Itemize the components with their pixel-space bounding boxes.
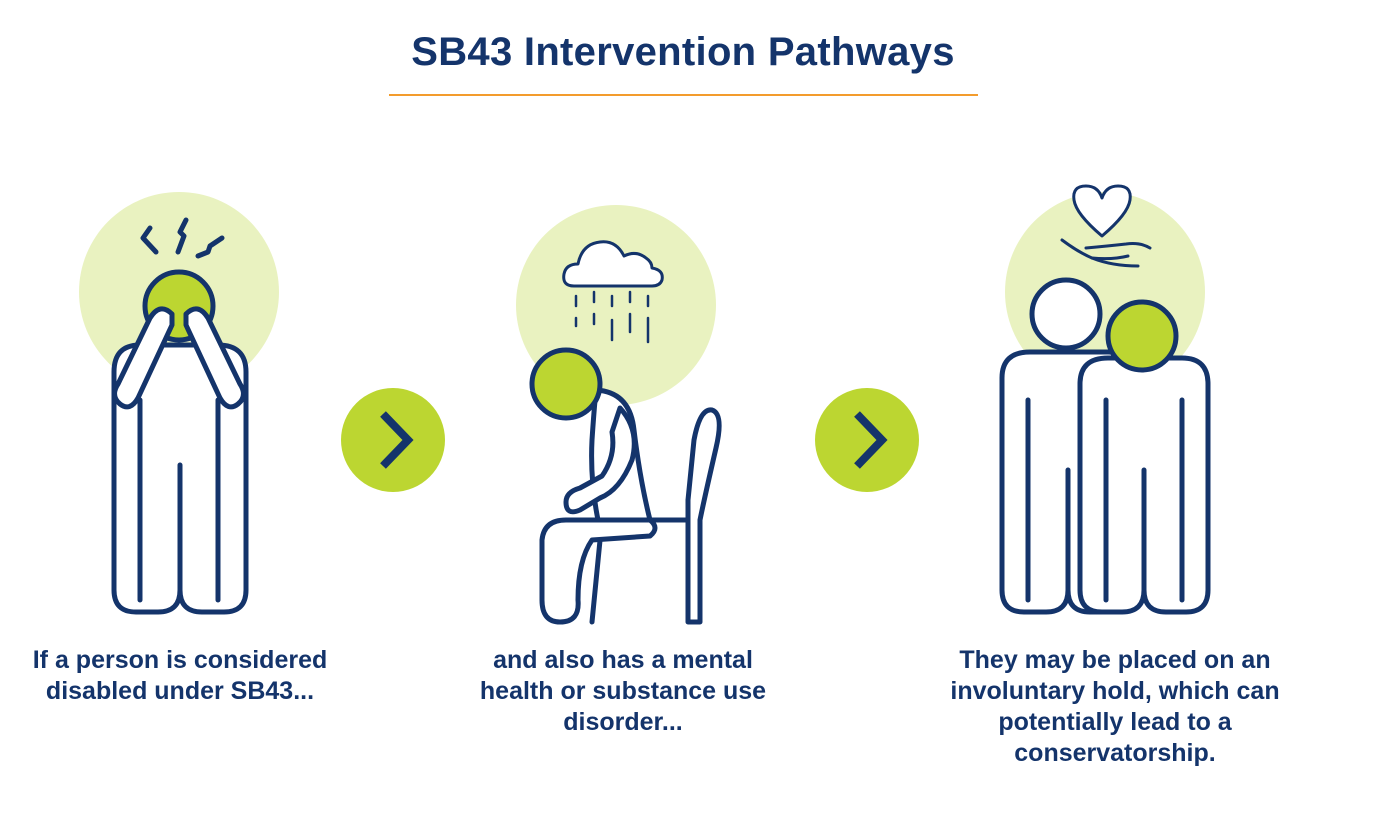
distressed-person-icon bbox=[79, 192, 279, 615]
title-underline bbox=[389, 94, 978, 96]
rain-cloud-icon bbox=[562, 240, 664, 344]
chevron-right-icon bbox=[341, 388, 445, 492]
stress-lines-icon bbox=[140, 217, 225, 259]
page-title: SB43 Intervention Pathways bbox=[411, 30, 955, 74]
chevron-right-icon bbox=[815, 388, 919, 492]
step-1-caption: If a person is considered disabled under… bbox=[32, 646, 328, 705]
heart-in-hand-icon bbox=[1060, 184, 1152, 268]
step-3-caption: They may be placed on an involuntary hol… bbox=[950, 646, 1280, 767]
sad-person-rain-cloud-icon bbox=[516, 205, 722, 625]
step-2-caption: and also has a mental health or substanc… bbox=[479, 646, 767, 736]
supported-person-heart-hand-icon bbox=[999, 184, 1211, 615]
